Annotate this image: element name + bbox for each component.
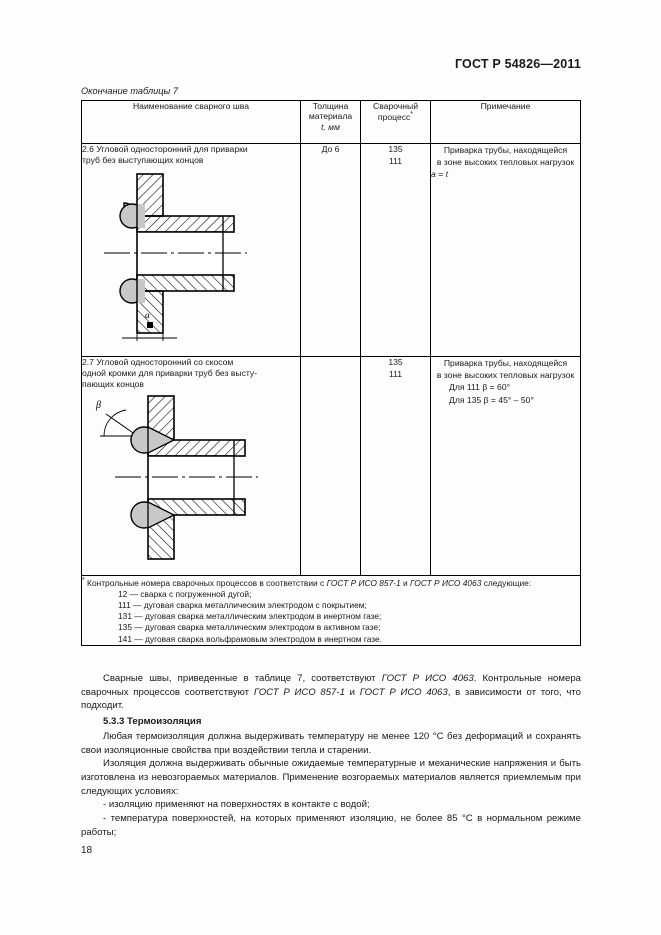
svg-text:a: a [145,310,150,320]
weld-section-diagram-27: β [95,395,258,560]
footnote-item: 12 — сварка с погруженной дугой; [118,588,252,599]
cell-note-27: Приварка трубы, находящейся в зоне высок… [430,356,581,576]
cell-weld-name-26: 2.6 Угловой односторонний для приварки т… [81,143,301,357]
th-welding-process: Сварочный процесс* [360,100,431,144]
cell-process-26: 135 111 [360,143,431,357]
footnote-intro: * Контрольные номера сварочных процессов… [82,577,532,588]
footnote-marker: * [82,577,85,584]
footnote-item: 141 — дуговая сварка вольфрамовым электр… [118,633,382,644]
weld-drawing-26: a [82,166,300,341]
footnote-item: 111 — дуговая сварка металлическим элект… [118,600,367,611]
section-heading-5-3-3: 5.3.3 Термоизоляция [103,716,202,728]
weld-drawing-27: β [82,390,300,570]
standard-designation-header: ГОСТ Р 54826—2011 [454,57,581,71]
th-note: Примечание [430,100,581,144]
footnote-item: 135 — дуговая сварка металлическим элект… [118,622,381,633]
cell-note-26: Приварка трубы, находящейся в зоне высок… [430,143,581,357]
footnote-item: 131 — дуговая сварка металлическим элект… [118,611,382,622]
cell-thickness-26: До 6 [300,143,361,357]
table-footnote-row: * Контрольные номера сварочных процессов… [81,575,581,646]
cell-process-27: 135 111 [360,356,431,576]
table-header-row: Наименование сварного шва Толщина матери… [81,100,581,144]
table-row: 2.6 Угловой односторонний для приварки т… [81,143,581,357]
table-caption: Окончание таблицы 7 [81,86,178,96]
th-material-thickness: Толщина материала t, мм [300,100,361,144]
footnote-marker-header: * [410,111,414,119]
paragraph-weld-standards: Сварные швы, приведенные в таблице 7, со… [81,673,581,712]
cell-weld-name-27: 2.7 Угловой односторонний со скосом одно… [81,356,301,576]
beta-angle-label: β [95,400,101,411]
th-weld-name: Наименование сварного шва [81,100,301,144]
bullet-water-contact: - изоляцию применяют на поверхностях в к… [103,799,370,811]
cell-thickness-27 [300,356,361,576]
weld-section-diagram-26: a [104,173,247,341]
paragraph-insulation-materials: Изоляция должна выдерживать обычные ожид… [81,758,581,797]
paragraph-insulation-temp: Любая термоизоляция должна выдерживать т… [81,730,581,756]
cell-footnote: * Контрольные номера сварочных процессов… [81,575,581,646]
page-number: 18 [81,845,93,856]
body-text-block: Сварные швы, приведенные в таблице 7, со… [81,672,581,840]
welds-table: Наименование сварного шва Толщина матери… [81,100,581,646]
bullet-surface-temp: - температура поверхностей, на которых п… [81,813,581,838]
table-row: 2.7 Угловой односторонний со скосом одно… [81,356,581,576]
